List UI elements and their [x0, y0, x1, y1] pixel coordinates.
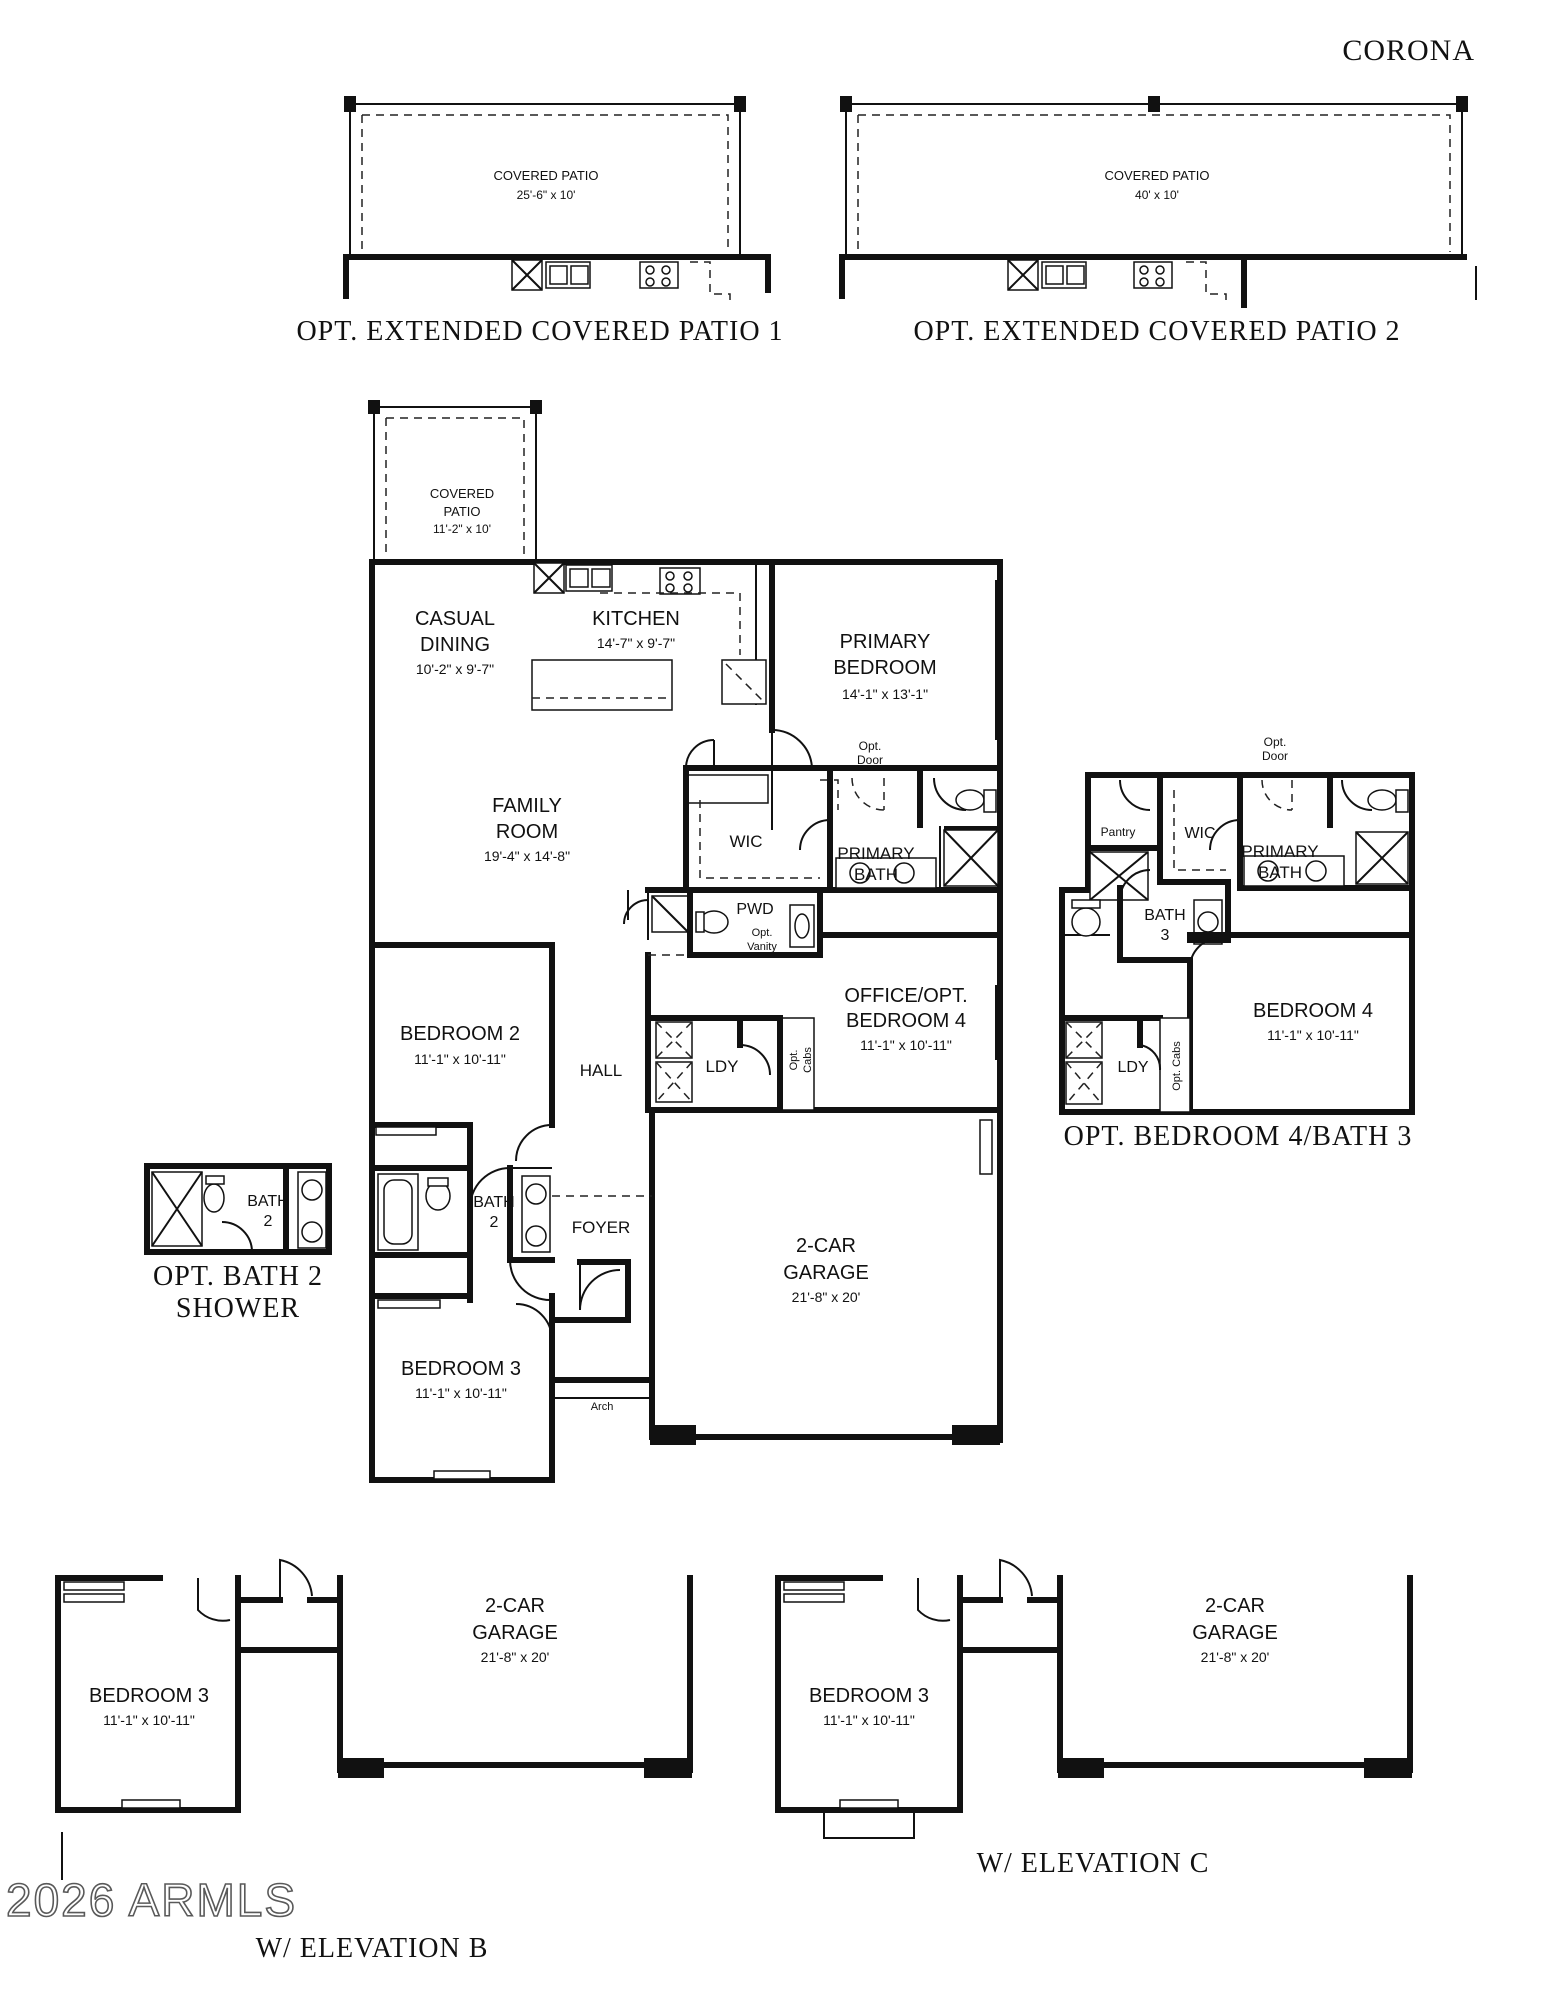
kitchen-label: KITCHEN — [592, 608, 680, 630]
bedroom2-dims: 11'-1" x 10'-11" — [414, 1051, 506, 1067]
opt-bath2-shower: BATH 2 — [144, 1163, 332, 1255]
kitchen-dims: 14'-7" x 9'-7" — [597, 635, 675, 651]
elevation-c-plan: BEDROOM 3 11'-1" x 10'-11" 2-CAR GARAGE … — [775, 1558, 1413, 1839]
opt-cabs-line2: Cabs — [802, 1047, 814, 1073]
elev-c-bedroom3-dims: 11'-1" x 10'-11" — [823, 1712, 915, 1728]
garage-dims: 21'-8" x 20' — [792, 1289, 861, 1305]
opt-cabs-line1: Opt. — [788, 1050, 800, 1071]
family-room-line1: FAMILY — [492, 795, 562, 817]
bed4-primary-bath-line2: BATH — [1258, 863, 1302, 882]
bedroom2-label: BEDROOM 2 — [400, 1023, 520, 1045]
elev-c-garage-line1: 2-CAR — [1205, 1595, 1265, 1617]
elev-b-garage-line2: GARAGE — [472, 1622, 558, 1644]
pwd-label: PWD — [736, 901, 773, 918]
primary-bath-line1: PRIMARY — [837, 844, 914, 863]
patio2-label: COVERED PATIO — [1105, 168, 1210, 183]
main-floor-plan — [368, 400, 1003, 1483]
wic-label: WIC — [729, 832, 762, 851]
opt-bedroom4-bath3: Opt. Door Pantry WIC PRIMARY BATH BATH 3… — [1059, 735, 1415, 1115]
office-line2: BEDROOM 4 — [846, 1010, 966, 1032]
family-room-dims: 19'-4" x 14'-8" — [484, 848, 570, 864]
elev-b-garage-dims: 21'-8" x 20' — [481, 1649, 550, 1665]
bath3-line1: BATH — [1144, 907, 1185, 924]
bedroom4-label: BEDROOM 4 — [1253, 1000, 1373, 1022]
bedroom3-dims: 11'-1" x 10'-11" — [415, 1385, 507, 1401]
bed4-opt-door-line1: Opt. — [1264, 735, 1287, 749]
bed4-ldy-label: LDY — [1117, 1059, 1148, 1076]
caption-bath2-shower-2: SHOWER — [176, 1293, 300, 1324]
patio2-dims: 40' x 10' — [1135, 188, 1179, 202]
bath2-line1: BATH — [473, 1194, 514, 1211]
covered-patio-line1: COVERED — [430, 486, 494, 501]
bath3-line2: 3 — [1161, 927, 1170, 944]
casual-dining-line2: DINING — [420, 634, 490, 656]
foyer-label: FOYER — [572, 1218, 631, 1237]
caption-elevation-b: W/ ELEVATION B — [256, 1933, 489, 1964]
family-room-line2: ROOM — [496, 821, 558, 843]
patio1-label: COVERED PATIO — [494, 168, 599, 183]
bed4-wic-label: WIC — [1184, 825, 1215, 842]
patio1-dims: 25'-6" x 10' — [517, 188, 576, 202]
bath2-line2: 2 — [490, 1214, 499, 1231]
elev-c-garage-dims: 21'-8" x 20' — [1201, 1649, 1270, 1665]
caption-bath2-shower-1: OPT. BATH 2 — [153, 1261, 323, 1292]
opt-door-line2: Door — [857, 753, 883, 767]
caption-patio-1: OPT. EXTENDED COVERED PATIO 1 — [296, 316, 783, 347]
elev-b-bedroom3-dims: 11'-1" x 10'-11" — [103, 1712, 195, 1728]
elevation-b-plan: BEDROOM 3 11'-1" x 10'-11" 2-CAR GARAGE … — [55, 1558, 693, 1813]
plan-name: CORONA — [1342, 34, 1475, 67]
primary-bath-line2: BATH — [854, 865, 898, 884]
elev-b-bedroom3: BEDROOM 3 — [89, 1685, 209, 1707]
ldy-label: LDY — [705, 1057, 738, 1076]
primary-bedroom-line2: BEDROOM — [833, 657, 936, 679]
primary-bedroom-line1: PRIMARY — [840, 631, 931, 653]
opt-extended-patio-1: COVERED PATIO 25'-6" x 10' — [343, 96, 771, 305]
bed4-primary-bath-line1: PRIMARY — [1241, 842, 1318, 861]
caption-patio-2: OPT. EXTENDED COVERED PATIO 2 — [913, 316, 1400, 347]
casual-dining-line1: CASUAL — [415, 608, 495, 630]
elev-b-garage-line1: 2-CAR — [485, 1595, 545, 1617]
opt-vanity-line1: Opt. — [752, 927, 773, 939]
opt-bath2-line1: BATH — [247, 1193, 288, 1210]
covered-patio-line2: PATIO — [443, 504, 480, 519]
caption-elevation-c: W/ ELEVATION C — [977, 1848, 1210, 1879]
caption-bed4-bath3: OPT. BEDROOM 4/BATH 3 — [1064, 1121, 1413, 1152]
bedroom4-dims: 11'-1" x 10'-11" — [1267, 1027, 1359, 1043]
pantry-label: Pantry — [1101, 825, 1136, 839]
garage-line1: 2-CAR — [796, 1235, 856, 1257]
covered-patio-dims: 11'-2" x 10' — [433, 522, 491, 536]
watermark: 2026 ARMLS — [6, 1874, 297, 1926]
hall-label: HALL — [580, 1061, 623, 1080]
bed4-opt-cabs: Opt. Cabs — [1171, 1041, 1183, 1091]
garage-line2: GARAGE — [783, 1262, 869, 1284]
opt-vanity-line2: Vanity — [747, 941, 777, 953]
bed4-opt-door-line2: Door — [1262, 749, 1288, 763]
primary-bedroom-dims: 14'-1" x 13'-1" — [842, 686, 928, 702]
elev-c-bedroom3: BEDROOM 3 — [809, 1685, 929, 1707]
arch-label: Arch — [591, 1401, 614, 1413]
opt-bath2-line2: 2 — [264, 1213, 273, 1230]
opt-door-line1: Opt. — [859, 739, 882, 753]
main-plan-labels: COVERED PATIO 11'-2" x 10' CASUAL DINING… — [400, 486, 968, 1413]
casual-dining-dims: 10'-2" x 9'-7" — [416, 661, 494, 677]
opt-extended-patio-2: COVERED PATIO 40' x 10' — [839, 96, 1477, 308]
bedroom3-label: BEDROOM 3 — [401, 1358, 521, 1380]
office-line1: OFFICE/OPT. — [844, 985, 967, 1007]
elev-c-garage-line2: GARAGE — [1192, 1622, 1278, 1644]
office-dims: 11'-1" x 10'-11" — [860, 1037, 952, 1053]
